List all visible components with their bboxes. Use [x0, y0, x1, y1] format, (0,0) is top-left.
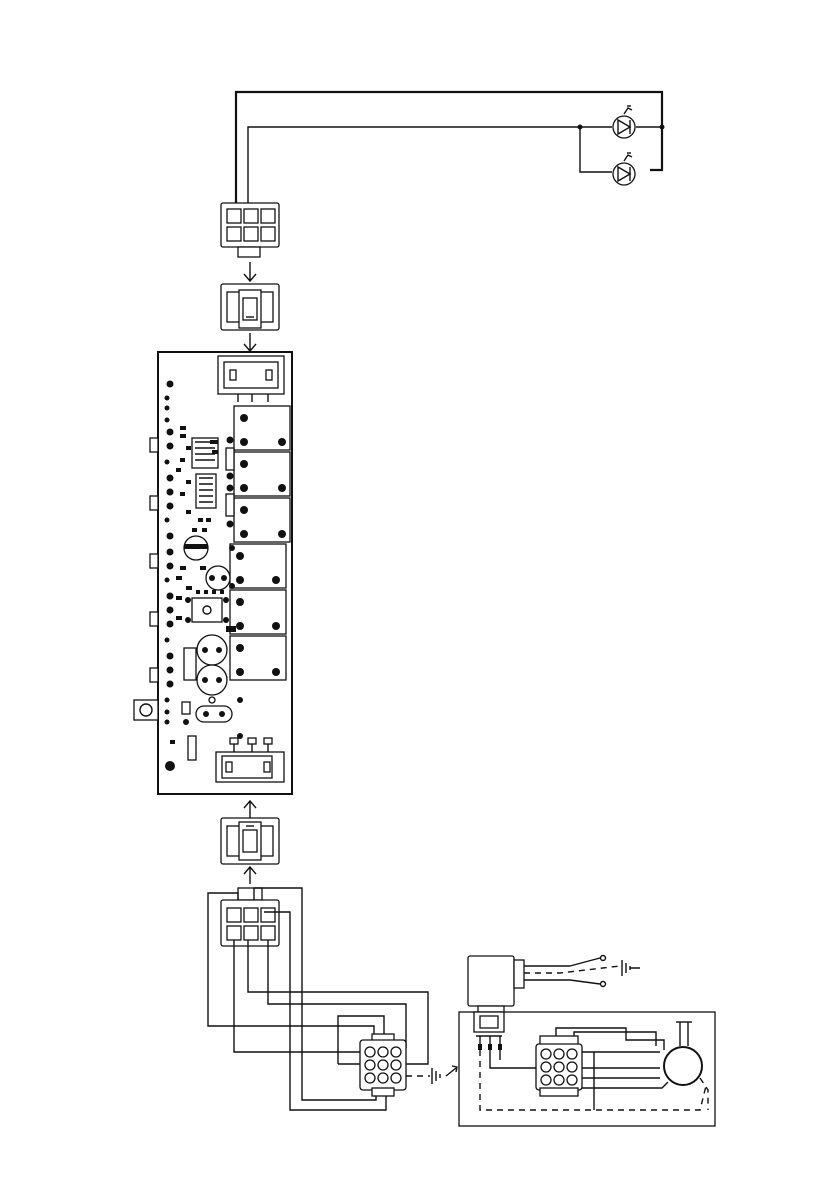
junction-dot — [660, 125, 665, 130]
resistor — [226, 494, 234, 516]
resistor — [188, 736, 196, 760]
ground-icon — [622, 960, 640, 976]
connector-9pin-left — [360, 1034, 406, 1096]
connector-9pin-right — [536, 1036, 582, 1096]
connector-6pin-top — [221, 203, 279, 257]
wire-lamp-outer — [236, 92, 662, 205]
relay — [234, 498, 290, 542]
resistor — [226, 448, 234, 470]
optocoupler — [192, 598, 222, 622]
arrow-down-icon — [244, 262, 256, 281]
crystal — [196, 706, 232, 722]
capacitor — [197, 665, 227, 695]
capacitor — [184, 536, 208, 560]
wire-lamp-inner — [248, 127, 612, 205]
arrow-down-icon — [244, 333, 256, 351]
ic-chip — [196, 474, 216, 508]
adapter-2pin-top — [221, 284, 279, 330]
led-lamp-icon — [613, 153, 635, 185]
control-pcb — [134, 352, 292, 794]
connector-6pin-bottom — [221, 888, 279, 946]
power-plug-icon — [468, 956, 620, 1015]
junction-dot — [578, 125, 583, 130]
adapter-2pin-bottom — [221, 818, 279, 864]
relay — [234, 452, 290, 496]
relay — [234, 406, 290, 450]
arrow-up-icon — [244, 801, 256, 818]
relay — [230, 590, 286, 634]
relay — [230, 544, 286, 588]
ground-icon — [432, 1068, 440, 1084]
capacitor — [197, 635, 227, 665]
arrow-right-icon — [446, 1066, 457, 1076]
led-lamp-icon — [613, 106, 635, 138]
resistor — [184, 648, 196, 680]
relay — [230, 636, 286, 680]
lamp-circuit — [236, 92, 665, 205]
arrow-up-icon — [244, 867, 256, 884]
motor-assembly — [459, 956, 715, 1127]
